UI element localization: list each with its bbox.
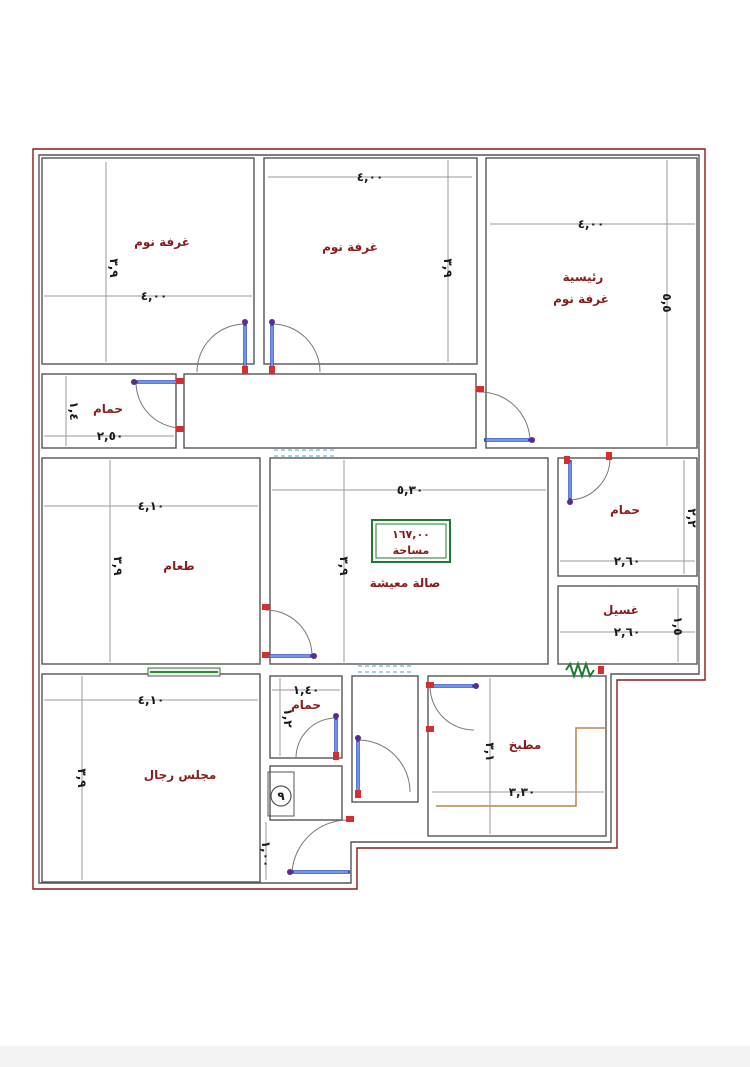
room-label-bathroom-2: حمام <box>610 503 640 518</box>
room-label-master-line2: غرفة نوم <box>553 292 609 307</box>
door-entry <box>355 735 411 798</box>
bottom-strip <box>0 1046 750 1067</box>
dim-bathroom-2-width: ٢,٦٠ <box>614 554 641 568</box>
door-master-bedroom <box>476 386 535 443</box>
dim-bedroom-1-height: ٣,٩ <box>107 258 121 278</box>
wall-bedroom-1 <box>41 157 255 365</box>
sliding-door-majlis <box>147 667 221 677</box>
dim-laundry-width: ٢,٦٠ <box>614 625 641 639</box>
dim-kitchen-height: ٣,١ <box>483 742 497 761</box>
wall-living <box>269 457 549 665</box>
openings <box>274 449 414 673</box>
dim-dining-height: ٣,٩ <box>111 556 125 576</box>
window-laundry <box>565 660 604 680</box>
dim-kitchen-width: ٣,٣٠ <box>509 785 536 799</box>
wall-dining <box>41 457 261 665</box>
wall-corridor <box>183 373 477 449</box>
room-label-dining: طعام <box>163 559 194 574</box>
dim-laundry-height: ١,٥ <box>671 616 685 635</box>
dim-bathroom-1-height: ١,٤ <box>67 401 81 420</box>
dim-dining-width: ٤,١٠ <box>138 499 165 513</box>
wall-kitchen <box>427 675 607 837</box>
room-label-kitchen: مطبخ <box>509 738 542 752</box>
room-label-laundry: غسيل <box>603 603 639 617</box>
wall-bedroom-2 <box>263 157 478 365</box>
dimension-lines <box>44 160 695 880</box>
room-label-bathroom-1: حمام <box>93 402 123 417</box>
door-bathroom-3 <box>295 713 339 760</box>
room-label-bedroom-1: غرفة نوم <box>134 235 190 250</box>
room-label-bathroom-3: حمام <box>291 698 321 713</box>
stair-symbol: ٩ <box>267 771 295 817</box>
area-value: ١٦٧,٠٠ <box>392 528 430 541</box>
door-bedroom-2 <box>269 319 321 374</box>
dim-majlis-width: ٤,١٠ <box>138 693 165 707</box>
dim-bedroom-2-width: ٤,٠٠ <box>357 170 384 184</box>
dim-living-width: ٥,٣٠ <box>397 483 424 497</box>
door-lobby <box>287 816 354 875</box>
outer-boundary <box>32 148 706 890</box>
dim-bathroom-1-width: ٢,٥٠ <box>97 429 124 443</box>
wall-bathroom-3 <box>269 675 343 759</box>
wall-stair-lobby <box>269 765 343 821</box>
wall-bathroom-2 <box>557 457 698 577</box>
dim-living-height: ٣,٩ <box>337 556 351 576</box>
wall-master-bedroom <box>485 157 698 449</box>
wall-bathroom-1 <box>41 373 177 449</box>
room-label-bedroom-2: غرفة نوم <box>322 240 378 255</box>
dim-master-height: ٥,٥ <box>660 293 674 312</box>
door-bedroom-1 <box>196 319 248 374</box>
dim-master-width: ٤,٠٠ <box>578 217 605 231</box>
wall-laundry <box>557 585 698 665</box>
dim-bathroom-3-height: ١,٢ <box>281 708 295 728</box>
door-dining <box>262 604 317 659</box>
room-label-majlis: مجلس رجال <box>144 768 217 782</box>
wall-entry-passage <box>351 675 419 803</box>
door-bathroom-1 <box>131 378 184 432</box>
kitchen-counter <box>436 727 606 807</box>
dim-corridor-height: ١,٠٠ <box>259 841 273 868</box>
dim-bedroom-2-height: ٣,٩ <box>441 258 455 278</box>
area-caption: مساحة <box>393 544 430 557</box>
dim-bathroom-3-width: ١,٤٠ <box>293 683 320 697</box>
room-label-living: صالة معيشة <box>370 576 441 590</box>
room-label-master-line1: رئيسية <box>563 270 604 284</box>
dim-bedroom-1-width: ٤,٠٠ <box>141 289 168 303</box>
door-bathroom-2 <box>564 452 612 505</box>
area-box: ١٦٧,٠٠ مساحة <box>371 519 451 563</box>
dim-bathroom-2-height: ٢,٢ <box>685 508 699 528</box>
door-kitchen <box>426 682 479 732</box>
stair-mark: ٩ <box>277 789 285 803</box>
dim-majlis-height: ٣,٩ <box>75 768 89 788</box>
dimension-labels: ٤,٠٠ ٤,٠٠ ٤,٠٠ ٢,٥٠ ٤,١٠ ٥,٣٠ ٢,٦٠ ٢,٦٠ … <box>67 170 699 867</box>
